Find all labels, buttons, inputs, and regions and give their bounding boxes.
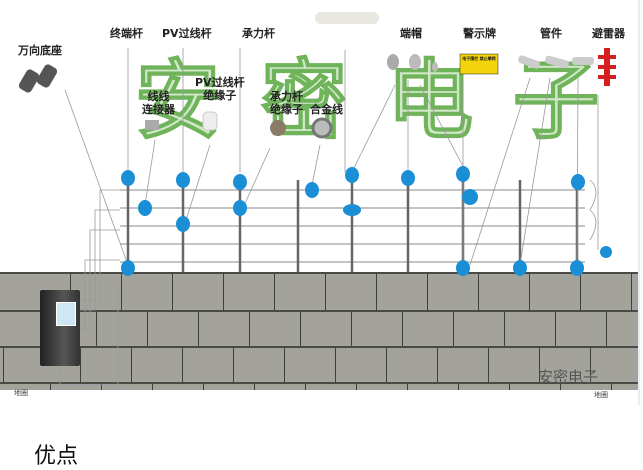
controller-host: [40, 290, 80, 366]
label-terminal-pole: 终端杆: [110, 27, 143, 40]
label-ground-right: 地圈: [594, 391, 608, 399]
brick-wall: [0, 272, 638, 390]
sign-text: 电子围栏 禁止攀爬: [462, 56, 496, 61]
label-end-cap: 端帽: [400, 27, 422, 40]
label-tension-insulator: 承力杆绝缘子: [270, 90, 303, 116]
section-title: 优点: [34, 444, 79, 469]
image-border: [638, 0, 640, 405]
label-line-1: PV过线杆: [195, 76, 245, 89]
controller-screen: [56, 302, 76, 326]
label-pv-pass-pole: PV过线杆: [162, 27, 212, 40]
leader-lines: [59, 48, 599, 386]
label-wire-connector: 线线连接器: [142, 90, 175, 116]
label-lightning-arrester: 避雷器: [592, 27, 625, 40]
label-line-2: 连接器: [142, 103, 175, 116]
label-line-1: 承力杆: [270, 90, 303, 103]
markers: [121, 166, 612, 276]
label-ground-left: 地圈: [14, 389, 28, 397]
label-line-2: 绝缘子: [203, 89, 237, 102]
label-line-2: 绝缘子: [270, 103, 303, 116]
label-universal-base: 万向底座: [18, 44, 62, 57]
label-pv-insulator: PV过线杆绝缘子: [195, 76, 245, 102]
label-fitting: 管件: [540, 27, 562, 40]
label-alloy-wire: 合金线: [310, 103, 343, 116]
watermark: 安密电子: [134, 50, 639, 152]
label-line-1: 线线: [147, 90, 170, 103]
component-pictures: [18, 12, 616, 139]
label-warning-sign: 警示牌: [463, 27, 496, 40]
brand-watermark: 安密电子: [538, 368, 599, 386]
label-tension-pole: 承力杆: [242, 27, 275, 40]
